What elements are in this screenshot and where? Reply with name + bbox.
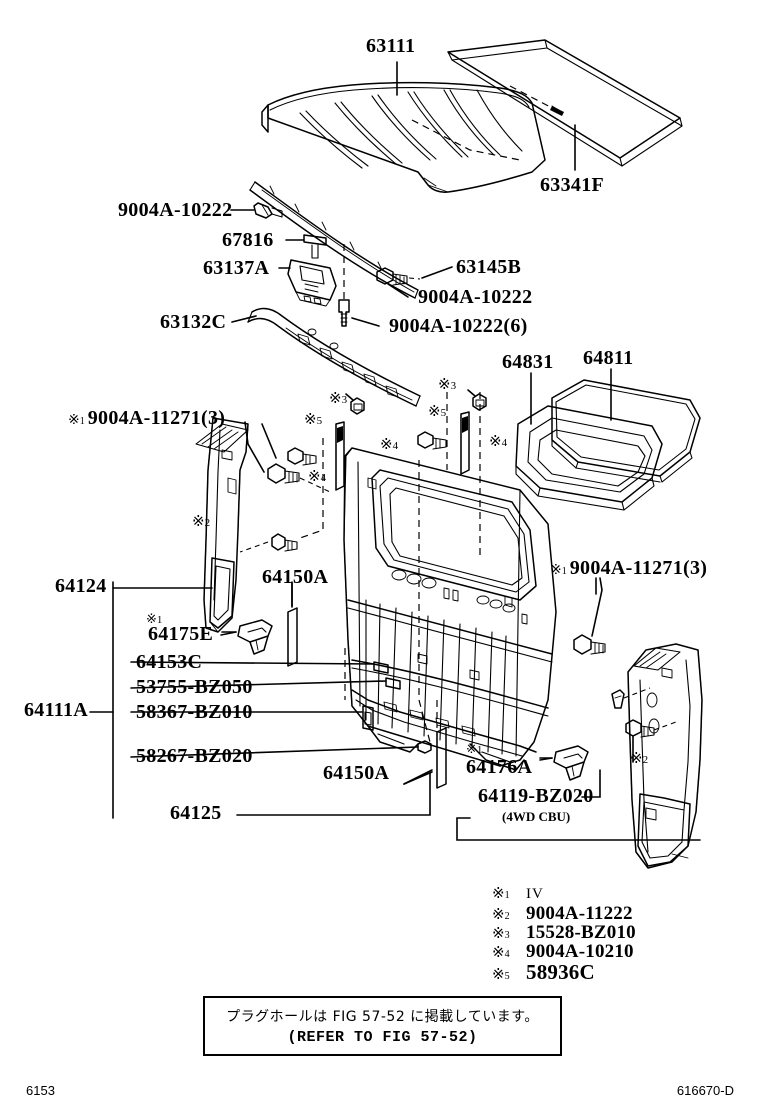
plug-lower-art bbox=[403, 700, 447, 789]
legend-row: ※5 58936C bbox=[492, 960, 636, 984]
label-hook-left: 64175E bbox=[148, 623, 214, 645]
roof-bracket-art bbox=[287, 259, 337, 307]
screw-mark2-left-art bbox=[239, 533, 298, 553]
label-bracket-4wd-sub: (4WD CBU) bbox=[502, 809, 571, 824]
screw-vertical-art bbox=[338, 244, 350, 327]
label-visor-clip: 67816 bbox=[222, 229, 274, 251]
strip-mark5-right-art bbox=[460, 411, 470, 475]
label-roof-rail-cover: 63341F bbox=[540, 174, 605, 196]
legend-row: ※3 15528-BZ010 bbox=[492, 922, 636, 943]
label-part-58367: 58367-BZ010 bbox=[136, 701, 253, 723]
weatherstrip-art bbox=[515, 405, 663, 511]
label-bolt-left: 9004A-11271(3) bbox=[87, 407, 226, 429]
clip-right-small-art bbox=[611, 687, 651, 709]
nut-mark3-right-art bbox=[467, 389, 487, 411]
label-weatherstrip: 64831 bbox=[502, 351, 554, 373]
mark-3-left: ※3 bbox=[329, 391, 348, 407]
footnote-legend: ※1 IV ※2 9004A-11222 ※3 15528-BZ010 ※4 9… bbox=[492, 884, 636, 984]
legend-value-4: 9004A-10210 bbox=[526, 941, 634, 962]
panel-small-clips-art bbox=[362, 661, 432, 754]
legend-value-2: 9004A-11222 bbox=[526, 903, 633, 924]
screw-top-art bbox=[253, 202, 283, 219]
hook-left-art bbox=[221, 619, 273, 655]
label-part-58267: 58267-BZ020 bbox=[136, 745, 253, 767]
label-group-main: 64111A bbox=[24, 699, 89, 721]
mark-3-right: ※3 bbox=[438, 377, 457, 393]
reference-note-box: プラグホールは FIG 57-52 に掲載しています。 (REFER TO FI… bbox=[203, 996, 562, 1056]
pillar-trim-left-art bbox=[195, 417, 249, 633]
mark-5-right: ※5 bbox=[428, 404, 447, 420]
legend-row: ※2 9004A-11222 bbox=[492, 903, 636, 924]
mark-4-right: ※4 bbox=[489, 434, 508, 450]
mark-2-left: ※2 bbox=[192, 514, 211, 530]
roof-drip-art bbox=[249, 181, 419, 299]
mark-1-hook-left: ※1 bbox=[146, 611, 163, 626]
label-roof-bracket: 63137A bbox=[203, 257, 270, 279]
label-hook-right: 64176A bbox=[466, 756, 533, 778]
mark-1-prefix-left: ※1 bbox=[68, 413, 85, 428]
label-plug-lower-left: 64150A bbox=[323, 762, 390, 784]
label-bolt-right: 9004A-11271(3) bbox=[569, 557, 708, 579]
roof-rail-cover-art bbox=[447, 39, 683, 167]
label-trim-clip: 64153C bbox=[136, 651, 203, 673]
roof-panel-art bbox=[261, 81, 546, 193]
strip-mark5-left-art bbox=[335, 421, 345, 491]
label-roof-drip: 63145B bbox=[456, 256, 522, 278]
label-panel-lower: 64125 bbox=[170, 802, 222, 824]
rear-glass-art bbox=[551, 379, 701, 483]
bolt-mark4-left-art bbox=[287, 447, 317, 466]
bolt-left-art bbox=[244, 421, 331, 493]
note-english: (REFER TO FIG 57-52) bbox=[287, 1029, 478, 1046]
screw-mark2-right-art bbox=[625, 719, 677, 763]
hook-right-art bbox=[539, 745, 589, 781]
label-part-53755: 53755-BZ050 bbox=[136, 676, 253, 698]
mark-1-prefix-right: ※1 bbox=[550, 563, 567, 578]
legend-value-1: IV bbox=[526, 886, 544, 902]
legend-mark-2: ※2 bbox=[492, 907, 510, 923]
leader-lines bbox=[89, 61, 701, 841]
mark-5-left: ※5 bbox=[304, 412, 323, 428]
legend-row: ※4 9004A-10210 bbox=[492, 941, 636, 962]
nut-mark3-left-art bbox=[345, 393, 365, 415]
mark-4-mid: ※4 bbox=[380, 437, 399, 453]
bolt-mark4-right-art bbox=[417, 431, 447, 450]
legend-mark-1: ※1 bbox=[492, 886, 510, 902]
legend-mark-4: ※4 bbox=[492, 945, 510, 961]
legend-row: ※1 IV bbox=[492, 884, 636, 903]
note-japanese: プラグホールは FIG 57-52 に掲載しています。 bbox=[226, 1009, 539, 1025]
legend-value-5: 58936C bbox=[526, 960, 595, 984]
label-bracket-4wd: 64119-BZ020 bbox=[478, 785, 594, 807]
label-rear-glass: 64811 bbox=[583, 347, 634, 369]
rear-body-panel-art bbox=[343, 447, 557, 771]
label-plug-upper-left: 64150A bbox=[262, 566, 329, 588]
footer-figure-code: 616670-D bbox=[676, 1083, 734, 1098]
screw-drip-art bbox=[376, 267, 421, 286]
mark-4-left: ※4 bbox=[308, 469, 327, 485]
label-header-bow: 63132C bbox=[160, 311, 227, 333]
legend-mark-3: ※3 bbox=[492, 926, 510, 942]
label-clip-mid: 9004A-10222 bbox=[418, 286, 533, 308]
legend-value-3: 15528-BZ010 bbox=[526, 922, 636, 943]
footer-page-number: 6153 bbox=[26, 1083, 55, 1098]
label-clip-six: 9004A-10222(6) bbox=[389, 315, 528, 337]
pillar-trim-right-art bbox=[627, 643, 703, 869]
label-pillar-trim-left: 64124 bbox=[55, 575, 107, 597]
legend-mark-5: ※5 bbox=[492, 967, 510, 983]
bolt-right-art bbox=[573, 577, 606, 655]
mark-2-right: ※2 bbox=[630, 751, 649, 767]
label-roof-panel: 63111 bbox=[366, 35, 416, 57]
label-clip-top: 9004A-10222 bbox=[118, 199, 233, 221]
visor-clip-art bbox=[303, 234, 327, 259]
mark-1-hook-right: ※1 bbox=[466, 741, 483, 756]
